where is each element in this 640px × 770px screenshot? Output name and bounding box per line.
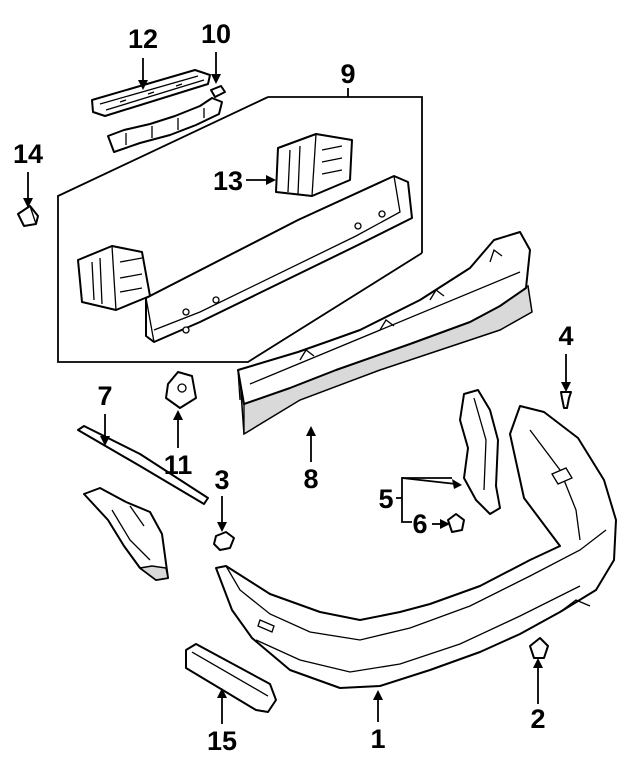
callout-labels: 12 10 9 14 13 4 7 11 8 3 5 6 2 1 15	[13, 19, 574, 756]
part-11-bracket	[165, 371, 197, 409]
part-6-nut	[447, 513, 465, 533]
callout-14: 14	[13, 139, 43, 169]
callout-8: 8	[303, 464, 318, 494]
callout-7: 7	[97, 381, 112, 411]
part-9-reinforcement-bar	[145, 175, 413, 343]
callout-1: 1	[370, 724, 385, 754]
callout-12: 12	[128, 24, 158, 54]
part-2-clip	[529, 637, 549, 659]
part-7-garnish-strip	[77, 425, 209, 505]
part-3-clip	[213, 531, 235, 551]
part-12-absorber-strip	[91, 69, 211, 117]
leader-lines	[23, 52, 571, 724]
callout-9: 9	[340, 59, 355, 89]
callout-10: 10	[201, 19, 231, 49]
part-15-reflector	[185, 643, 277, 713]
part-1-bumper-cover	[215, 405, 617, 689]
part-8-energy-absorber	[237, 231, 533, 436]
part-13-absorber-block	[275, 133, 353, 197]
callout-15: 15	[207, 726, 237, 756]
callout-2: 2	[530, 704, 545, 734]
part-10-bracket-strip	[107, 85, 226, 153]
callout-5: 5	[378, 484, 393, 514]
part-5-side-bracket	[459, 389, 501, 515]
part-4-bolt	[560, 391, 572, 409]
callout-6: 6	[412, 509, 427, 539]
part-14-bulb-socket	[17, 205, 39, 227]
assembly-9-bracket-box	[57, 96, 423, 363]
callout-13: 13	[213, 166, 243, 196]
left-side-bracket	[83, 487, 169, 581]
callout-3: 3	[214, 465, 229, 495]
callout-11: 11	[164, 450, 193, 480]
callout-4: 4	[558, 321, 573, 351]
left-mounting-bracket	[77, 245, 151, 311]
